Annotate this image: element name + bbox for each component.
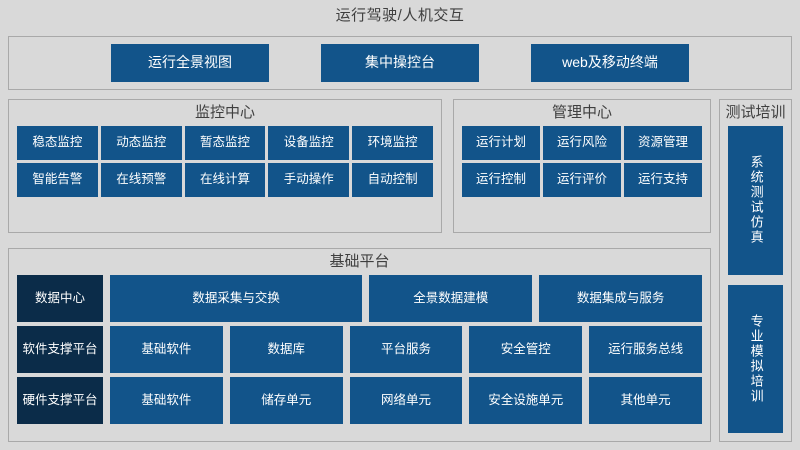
- monitor-item-transient[interactable]: 暂态监控: [184, 126, 266, 160]
- monitor-item-online-compute[interactable]: 在线计算: [184, 163, 266, 197]
- row-cells-software: 基础软件 数据库 平台服务 安全管控 运行服务总线: [110, 326, 702, 373]
- top-entry-panel: 运行全景视图 集中操控台 web及移动终端: [8, 36, 792, 90]
- platform-item-basic-software-hw[interactable]: 基础软件: [110, 377, 223, 424]
- monitor-item-dynamic[interactable]: 动态监控: [100, 126, 182, 160]
- management-center-title: 管理中心: [551, 104, 612, 121]
- base-platform-panel: 基础平台 数据中心 数据采集与交换 全景数据建模 数据集成与服务 软件支撑平台 …: [8, 248, 711, 442]
- monitor-item-steady[interactable]: 稳态监控: [17, 126, 98, 160]
- monitor-item-environment[interactable]: 环境监控: [352, 126, 433, 160]
- management-center-panel: 管理中心 运行计划 运行风险 资源管理 运行控制 运行评价 运行支持: [453, 99, 711, 233]
- base-platform-rows: 数据中心 数据采集与交换 全景数据建模 数据集成与服务 软件支撑平台 基础软件 …: [9, 275, 710, 432]
- monitor-center-grid: 稳态监控 动态监控 暂态监控 设备监控 环境监控 智能告警 在线预警 在线计算 …: [9, 126, 441, 205]
- management-item-evaluation[interactable]: 运行评价: [543, 163, 621, 197]
- base-platform-row-software: 软件支撑平台 基础软件 数据库 平台服务 安全管控 运行服务总线: [17, 326, 702, 373]
- row-cells-data-center: 数据采集与交换 全景数据建模 数据集成与服务: [110, 275, 702, 322]
- platform-item-platform-service[interactable]: 平台服务: [349, 326, 463, 373]
- monitor-center-panel: 监控中心 稳态监控 动态监控 暂态监控 设备监控 环境监控 智能告警 在线预警 …: [8, 99, 442, 233]
- monitor-center-title: 监控中心: [194, 104, 255, 121]
- platform-item-security-control[interactable]: 安全管控: [469, 326, 583, 373]
- base-platform-row-data-center: 数据中心 数据采集与交换 全景数据建模 数据集成与服务: [17, 275, 702, 322]
- row-label-software-platform[interactable]: 软件支撑平台: [17, 326, 103, 373]
- management-item-resource[interactable]: 资源管理: [624, 126, 702, 160]
- platform-item-security-facility-unit[interactable]: 安全设施单元: [469, 377, 583, 424]
- management-item-support[interactable]: 运行支持: [624, 163, 702, 197]
- page-title: 运行驾驶/人机交互: [335, 7, 465, 24]
- test-training-item-professional-training[interactable]: 专业模拟培训: [728, 284, 783, 433]
- row-cells-hardware: 基础软件 储存单元 网络单元 安全设施单元 其他单元: [110, 377, 702, 424]
- base-platform-title: 基础平台: [329, 253, 390, 270]
- platform-item-data-integration[interactable]: 数据集成与服务: [539, 275, 702, 322]
- monitor-item-device[interactable]: 设备监控: [268, 126, 350, 160]
- monitor-item-manual-op[interactable]: 手动操作: [268, 163, 350, 197]
- management-item-risk[interactable]: 运行风险: [543, 126, 621, 160]
- test-training-stack: 系统测试仿真 专业模拟培训: [720, 126, 791, 441]
- test-training-title: 测试培训: [725, 104, 786, 121]
- row-label-hardware-platform[interactable]: 硬件支撑平台: [17, 377, 103, 424]
- platform-item-service-bus[interactable]: 运行服务总线: [589, 326, 702, 373]
- base-platform-row-hardware: 硬件支撑平台 基础软件 储存单元 网络单元 安全设施单元 其他单元: [17, 377, 702, 424]
- topbar-item-web-mobile[interactable]: web及移动终端: [531, 44, 689, 82]
- management-item-plan[interactable]: 运行计划: [462, 126, 540, 160]
- platform-item-storage-unit[interactable]: 储存单元: [229, 377, 343, 424]
- test-training-item-system-simulation[interactable]: 系统测试仿真: [728, 126, 783, 275]
- topbar-item-overview[interactable]: 运行全景视图: [111, 44, 269, 82]
- platform-item-network-unit[interactable]: 网络单元: [349, 377, 463, 424]
- platform-item-database[interactable]: 数据库: [229, 326, 343, 373]
- monitor-item-smart-alarm[interactable]: 智能告警: [17, 163, 98, 197]
- platform-item-panoramic-modeling[interactable]: 全景数据建模: [369, 275, 533, 322]
- platform-item-other-unit[interactable]: 其他单元: [589, 377, 702, 424]
- topbar-item-console[interactable]: 集中操控台: [321, 44, 479, 82]
- row-label-data-center[interactable]: 数据中心: [17, 275, 103, 322]
- monitor-item-online-warning[interactable]: 在线预警: [100, 163, 182, 197]
- platform-item-data-acquisition[interactable]: 数据采集与交换: [110, 275, 363, 322]
- test-training-panel: 测试培训 系统测试仿真 专业模拟培训: [719, 99, 792, 442]
- management-item-control[interactable]: 运行控制: [462, 163, 540, 197]
- platform-item-basic-software[interactable]: 基础软件: [110, 326, 223, 373]
- management-center-grid: 运行计划 运行风险 资源管理 运行控制 运行评价 运行支持: [454, 126, 710, 205]
- monitor-item-auto-control[interactable]: 自动控制: [352, 163, 433, 197]
